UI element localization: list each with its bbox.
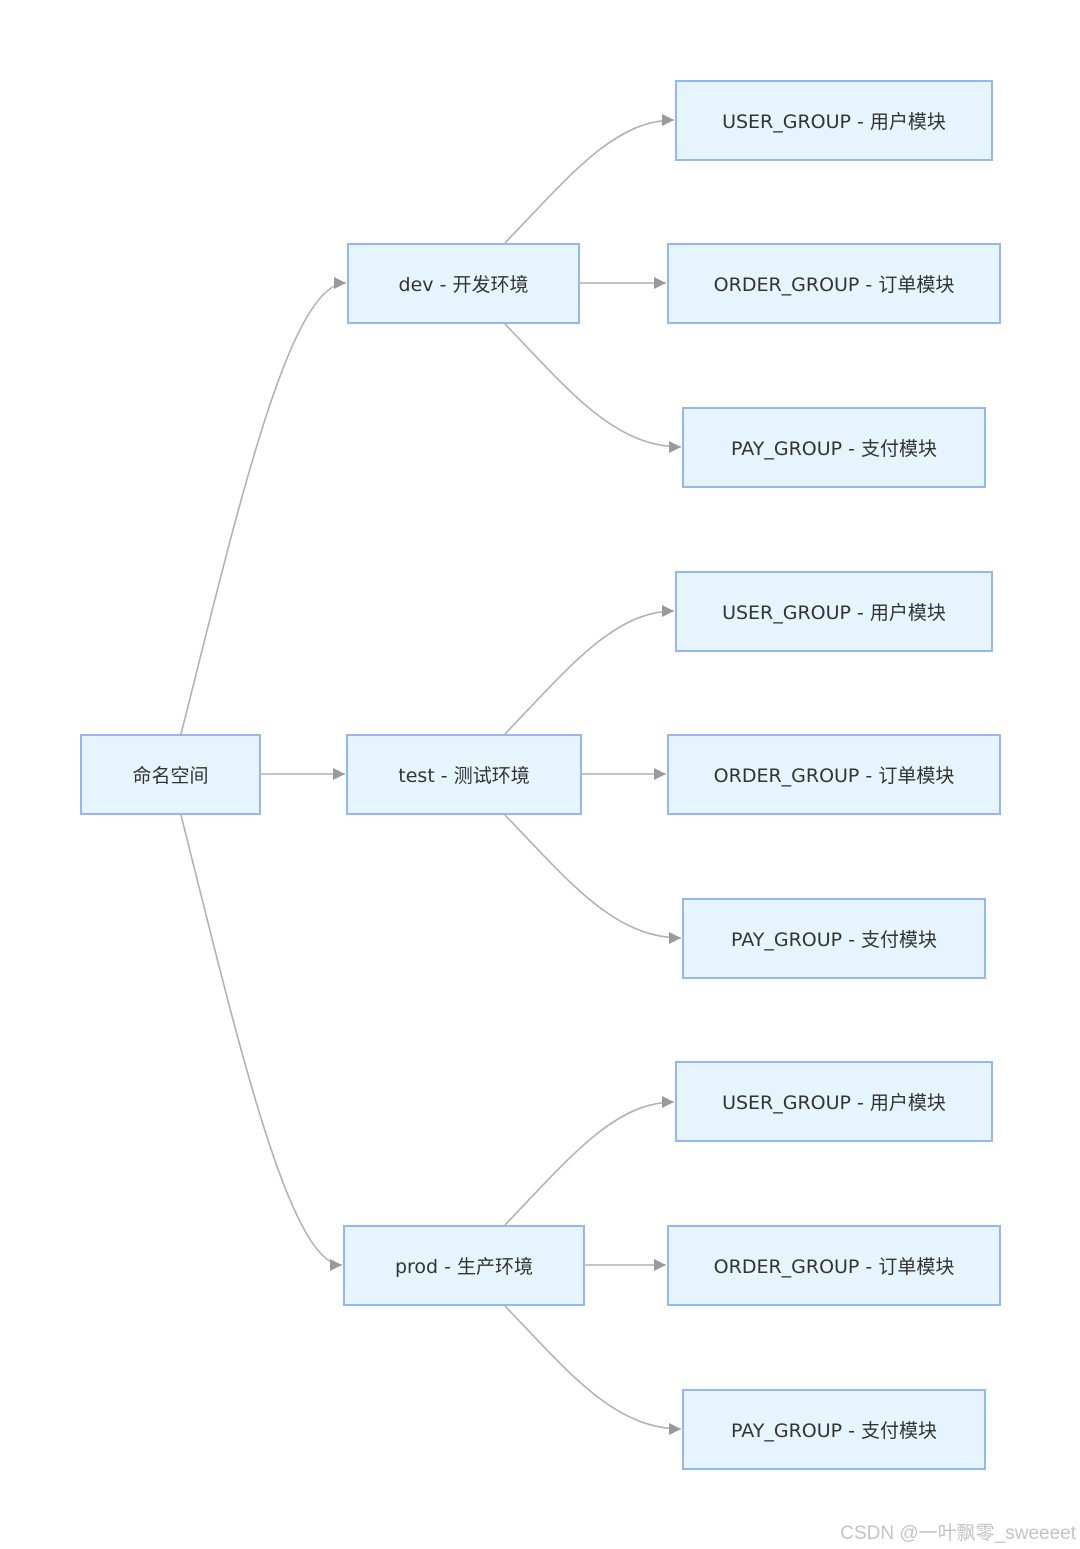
edge-test-pay [504,814,682,944]
edge-root-dev [180,277,347,735]
node-label: test - 测试环境 [398,765,530,787]
node-label: ORDER_GROUP - 订单模块 [713,274,955,296]
node-prod-user-group: USER_GROUP - 用户模块 [675,1061,993,1142]
watermark: CSDN @一叶飘零_sweeeet [840,1523,1076,1544]
node-label: USER_GROUP - 用户模块 [722,1092,946,1114]
node-label: USER_GROUP - 用户模块 [722,602,946,624]
edge-dev-pay [504,323,682,453]
edge-test-user [504,605,675,735]
node-test-order-group: ORDER_GROUP - 订单模块 [667,734,1001,815]
node-label: prod - 生产环境 [394,1256,534,1278]
node-label: 命名空间 [132,765,209,787]
node-dev-order-group: ORDER_GROUP - 订单模块 [667,243,1001,324]
node-label: PAY_GROUP - 支付模块 [730,1420,938,1442]
node-prod-pay-group: PAY_GROUP - 支付模块 [682,1389,986,1470]
node-env-test: test - 测试环境 [346,734,582,815]
edge-root-prod [180,814,343,1271]
node-label: ORDER_GROUP - 订单模块 [713,765,955,787]
node-env-dev: dev - 开发环境 [347,243,580,324]
node-label: ORDER_GROUP - 订单模块 [713,1256,955,1278]
node-label: dev - 开发环境 [398,274,529,296]
node-env-prod: prod - 生产环境 [343,1225,585,1306]
node-test-user-group: USER_GROUP - 用户模块 [675,571,993,652]
edge-prod-pay [504,1305,682,1435]
node-test-pay-group: PAY_GROUP - 支付模块 [682,898,986,979]
node-label: PAY_GROUP - 支付模块 [730,929,938,951]
node-namespace: 命名空间 [80,734,261,815]
node-prod-order-group: ORDER_GROUP - 订单模块 [667,1225,1001,1306]
node-label: USER_GROUP - 用户模块 [722,111,946,133]
node-label: PAY_GROUP - 支付模块 [730,438,938,460]
node-dev-user-group: USER_GROUP - 用户模块 [675,80,993,161]
node-dev-pay-group: PAY_GROUP - 支付模块 [682,407,986,488]
edge-dev-user [504,114,675,244]
edge-prod-user [504,1096,675,1226]
